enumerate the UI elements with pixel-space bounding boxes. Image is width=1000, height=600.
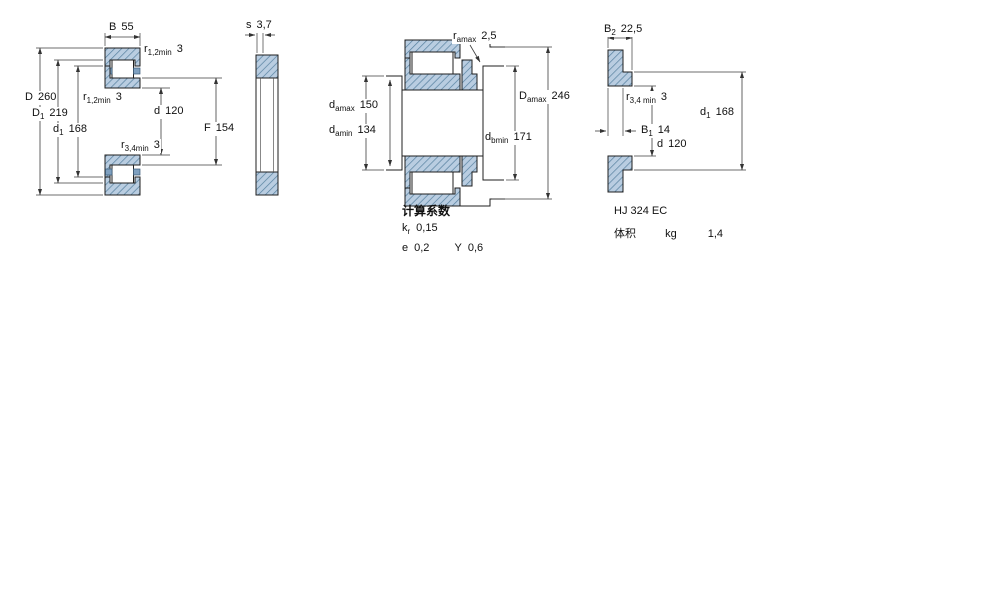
hj-ring-block: HJ 324 EC 体积 kg 1,4 xyxy=(614,204,723,241)
view2-dimension-lines xyxy=(245,31,275,53)
view3-dimension-lines xyxy=(362,44,552,200)
hj-ring-top-section xyxy=(607,49,633,87)
inner-ring-top-section xyxy=(104,65,141,89)
hj-ring-bottom-section xyxy=(607,155,633,193)
calculation-factors-title: 计算系数 xyxy=(402,204,451,218)
hj-ring-mass-row: 体积 kg 1,4 xyxy=(614,227,723,241)
shaft-shoulder-top-right xyxy=(482,65,504,90)
ring-side-top-cap xyxy=(255,54,279,79)
shaft xyxy=(401,89,484,157)
hj-mass-label: 体积 xyxy=(614,228,636,240)
ring-side-bottom-cap xyxy=(255,171,279,196)
view-side-section xyxy=(245,31,279,196)
shaft-shoulder-bottom-right xyxy=(482,156,504,181)
cage-bottom-left xyxy=(105,168,113,176)
hj-mass-value: 1,4 xyxy=(707,228,724,240)
view-hj-section xyxy=(595,34,746,193)
shaft-shoulder-top-left xyxy=(386,75,403,90)
roller-bottom xyxy=(111,164,134,184)
hj-ring-designation: HJ 324 EC xyxy=(614,205,668,217)
cage-top-right xyxy=(133,67,141,75)
abutment-hj-ring-bottom xyxy=(461,155,478,187)
abutment-hj-ring-top xyxy=(461,59,478,91)
roller-top xyxy=(111,59,134,79)
view-abutment xyxy=(362,39,552,207)
view-bearing-section xyxy=(36,33,222,196)
abutment-roller-bottom xyxy=(411,171,454,195)
cage-bottom-right xyxy=(133,168,141,176)
hj-mass-unit: kg xyxy=(665,228,677,240)
view1-dimension-lines xyxy=(36,33,222,196)
view4-dimension-lines xyxy=(595,34,746,171)
abutment-roller-top xyxy=(411,51,454,75)
shaft-shoulder-bottom-left xyxy=(386,156,403,171)
abutment-outer-ring-bottom xyxy=(404,187,461,207)
outer-ring-bottom-section xyxy=(104,176,141,196)
